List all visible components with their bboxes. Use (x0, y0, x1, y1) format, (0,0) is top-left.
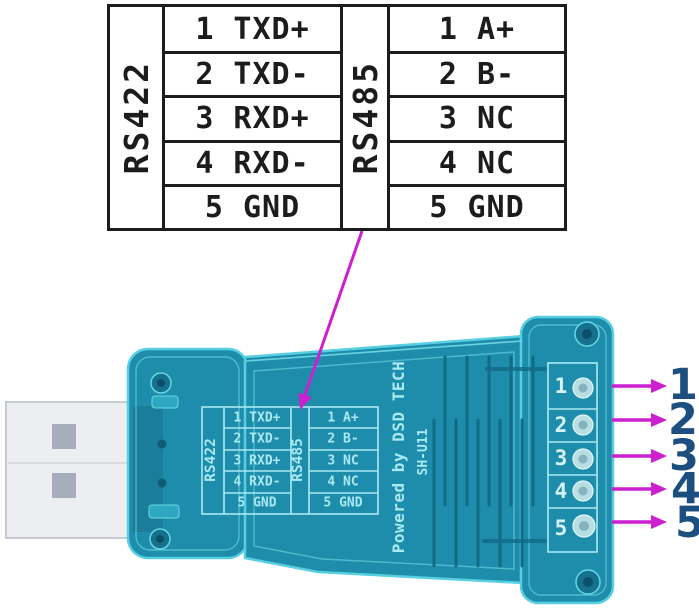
print-cell: 5 GND (323, 496, 362, 511)
print-cell: 5 GND (237, 496, 276, 511)
callout-arrow-icon (612, 379, 667, 393)
collar-details (148, 395, 180, 519)
screw-icon (149, 528, 171, 550)
callout-arrow-icon (612, 449, 667, 463)
inner-mold-lines (135, 324, 607, 596)
rs422-data-column: 1 TXD+ 2 TXD- 3 RXD+ 4 RXD- 5 GND (165, 7, 343, 228)
terminal-strip: 1 2 3 4 5 (547, 362, 598, 553)
pinout-cell: 3 NC (390, 95, 564, 139)
print-cell: 1 TXD+ (234, 411, 281, 426)
table-to-device-arrow (298, 230, 364, 410)
print-cell: 4 NC (327, 475, 358, 490)
print-rs422-label: RS422 (203, 438, 219, 482)
top-seam-highlight (245, 340, 523, 362)
terminal-callouts: 1 2 3 4 5 (612, 360, 699, 548)
pin-hole-icon (157, 478, 167, 488)
latch-slot-bottom (148, 504, 180, 519)
pin-hole-icon (157, 439, 167, 449)
device-print-table (201, 406, 379, 515)
callout-number: 2 (668, 395, 698, 445)
terminal-number: 5 (555, 516, 568, 540)
pinout-cell: 2 TXD- (165, 51, 340, 95)
print-cell: 4 RXD- (234, 475, 281, 490)
terminal-number: 3 (555, 446, 568, 470)
pinout-cell: 4 NC (390, 139, 564, 184)
device-main-body (243, 334, 526, 585)
usb-hole-bottom-icon (52, 473, 76, 498)
pinout-cell: 1 A+ (438, 11, 516, 47)
rs485-data-column: 1 A+ 2 B- 3 NC 4 NC 5 GND (390, 7, 564, 228)
pinout-cell: 3 RXD+ (165, 95, 340, 139)
print-cell: 2 B- (327, 432, 358, 447)
latch-slot-top (151, 395, 179, 409)
screw-icon (575, 569, 601, 595)
callout-number: 3 (669, 431, 699, 481)
screw-icon (574, 321, 600, 347)
rs422-label-cell: RS422 (110, 7, 165, 228)
callout-number: 1 (668, 360, 698, 410)
pinout-table: RS422 1 TXD+ 2 TXD- 3 RXD+ 4 RXD- 5 GND … (107, 4, 567, 231)
grip-ridges (432, 355, 547, 568)
print-cell: 3 RXD+ (234, 454, 281, 469)
print-cell: 2 TXD- (234, 432, 281, 447)
brand-print: Powered by DSD TECH (389, 361, 408, 554)
pinout-cell: 1 TXD+ (195, 11, 310, 47)
pinout-cell: 5 GND (165, 183, 340, 228)
screws (149, 321, 601, 595)
terminal-number: 2 (555, 413, 568, 437)
terminal-number: 1 (555, 374, 568, 398)
rs485-label-cell: RS485 (343, 7, 390, 228)
screw-icon (150, 372, 172, 394)
print-cell: 1 A+ (327, 411, 358, 426)
callout-number: 4 (671, 464, 699, 514)
print-cell: 3 NC (327, 454, 358, 469)
callout-number: 5 (675, 498, 699, 548)
device-shell (126, 315, 615, 605)
rs422-label: RS422 (116, 60, 156, 175)
terminal-number: 4 (555, 479, 568, 503)
pinout-cell: 5 GND (390, 183, 564, 228)
usb-hole-top-icon (52, 424, 76, 449)
pinout-cell: 2 B- (390, 51, 564, 95)
pinout-cell: 4 RXD- (165, 139, 340, 184)
model-print: SH-U11 (416, 428, 431, 475)
callout-arrow-icon (612, 413, 667, 427)
usb-connector (5, 401, 132, 539)
print-rs485-label: RS485 (290, 438, 306, 482)
callout-arrow-icon (612, 515, 667, 529)
rs485-label: RS485 (345, 60, 385, 175)
terminal-contacts (572, 377, 596, 538)
callout-arrow-icon (612, 482, 667, 496)
